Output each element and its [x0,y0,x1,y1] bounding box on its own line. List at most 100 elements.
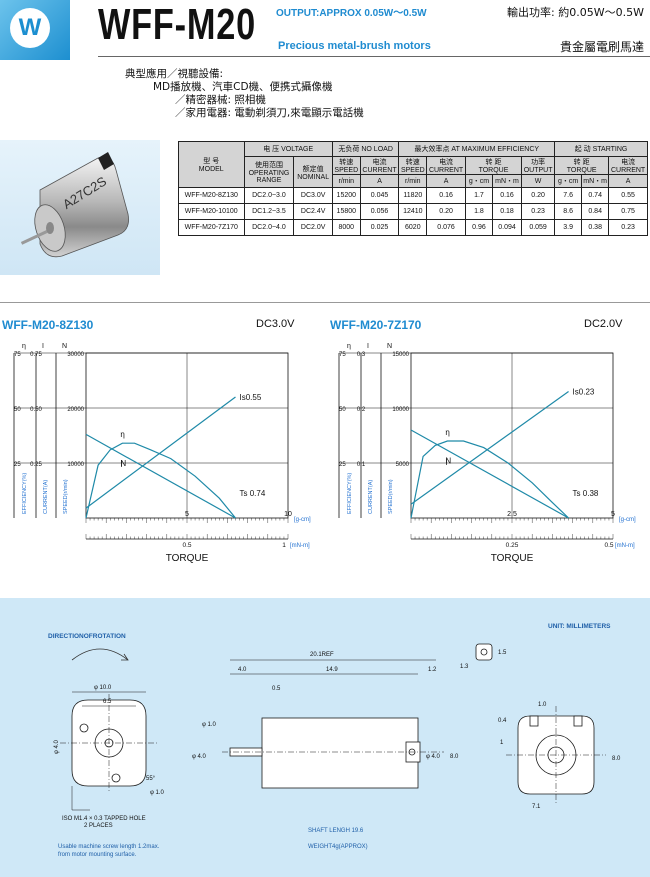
i-tick-label: 0.25 [30,462,42,468]
svg-text:1.3: 1.3 [460,664,469,670]
voltage-header: 电 压 VOLTAGE [243,141,333,157]
svg-text:14.9: 14.9 [326,667,338,673]
application-line: ／精密器械: 照相機 [175,94,266,106]
eta-tick-label: 50 [14,407,21,413]
efficiency-curve [85,442,236,519]
section-divider [0,302,650,303]
x-tick-label: 5 [185,511,189,518]
svg-text:8.0: 8.0 [450,754,459,760]
eta-tick-label: 75 [14,352,21,358]
current-axis-label: CURRENT(A) [43,480,49,514]
chart-voltage: DC2.0V [584,318,623,330]
stall-current-label: Is0.23 [573,388,595,397]
efficiency-axis-label: EFFICIENCY(%) [347,473,353,514]
motor-photo: A27C2S [0,140,160,275]
n-tick-label: 5000 [396,462,410,468]
dimension-drawing: DIRECTIONOFROTATION UNIT: MILLIMETERS φ … [0,598,650,877]
svg-text:ISO M1.4 × 0.3 TAPPED HOLE: ISO M1.4 × 0.3 TAPPED HOLE [62,816,146,822]
speed-curve [85,433,236,519]
x-tick-label: 0.5 [182,542,191,549]
current-curve [85,396,236,509]
rear-view: 1.0 0.4 1 8.0 7.1 [498,702,621,810]
x-tick-label: 0.25 [506,542,519,549]
svg-text:6.5: 6.5 [103,699,112,705]
front-view: φ 10.0 6.5 φ 4.0 φ 1.0 55° ISO M1.4 × 0.… [54,685,165,829]
axis-i-label: I [42,343,44,350]
rotation-arrow-icon [71,648,129,661]
n-tick-label: 10000 [67,462,84,468]
no-load-header: 无负荷 NO LOAD [331,141,400,157]
svg-text:55°: 55° [146,776,156,782]
unit-cell: W [521,174,556,188]
chart-voltage: DC3.0V [256,318,295,330]
applications-list: 典型應用／視聽設備: MD播放機、汽車CD機、便携式攝像機 ／精密器械: 照相機… [125,68,364,120]
svg-text:1.0: 1.0 [538,702,547,708]
shaft-note: SHAFT LENGH 19.6 [308,828,364,834]
x-unit-label: [mN-m] [615,543,635,549]
i-tick-label: 0.75 [30,352,42,358]
x-axis-title: TORQUE [166,553,209,564]
x-unit-label: [g-cm] [619,517,636,523]
screw-note: from motor mounting surface. [58,852,137,858]
brand-logo: W [0,0,70,60]
svg-text:0.5: 0.5 [272,686,281,692]
stall-torque-label: Ts 0.74 [239,489,265,498]
unit-cell: g・cm [464,174,493,188]
stall-current-label: Is0.55 [239,393,261,402]
eta-tick-label: 25 [339,462,346,468]
svg-text:8.0: 8.0 [612,756,621,762]
chart-title: WFF-M20-7Z170 [330,318,422,332]
speed-curve-label: N [120,459,126,468]
motor-illustration: A27C2S [20,152,129,258]
unit-cell: A [359,174,400,188]
rotation-label: DIRECTIONOFROTATION [48,633,126,640]
subtitle-en: Precious metal-brush motors [278,40,431,52]
speed-curve-label: N [445,456,451,465]
axis-n-label: N [62,343,67,350]
i-tick-label: 0.50 [30,407,42,413]
speed-curve [410,429,569,519]
side-view: 20.1REF 4.0 14.9 1.2 0.5 φ 1.0 φ 4.0 φ 4… [192,652,459,789]
header-rule [98,56,650,57]
unit-cell: r/min [398,174,428,188]
unit-cell: mN・m [491,174,523,188]
svg-text:φ 4.0: φ 4.0 [54,739,60,754]
svg-text:φ 4.0: φ 4.0 [426,754,441,760]
terminal-detail: 1.3 1.5 [460,643,507,670]
subtitle-cn: 貴金屬電刷馬達 [559,40,644,54]
svg-text:φ 4.0: φ 4.0 [192,754,207,760]
svg-text:7.1: 7.1 [532,804,541,810]
speed-axis-label: SPEED(r/min) [63,479,69,514]
svg-text:φ 1.0: φ 1.0 [202,722,217,728]
x-tick-label: 10 [284,511,292,518]
unit-cell: mN・m [581,174,610,188]
n-tick-label: 15000 [392,352,409,358]
x-unit-label: [g-cm] [294,517,311,523]
unit-cell: A [426,174,466,188]
current-curve-label: I [445,458,447,467]
chart-title: WFF-M20-8Z130 [2,318,94,332]
n-tick-label: 10000 [392,407,409,413]
current-curve-label: I [120,460,122,469]
svg-text:2 PLACES: 2 PLACES [84,823,113,829]
application-line: MD播放機、汽車CD機、便携式攝像機 [153,81,333,93]
starting-header: 起 动 STARTING [554,141,648,157]
axis-eta-label: η [22,343,26,350]
application-line: 典型應用／視聽設備: [125,68,224,80]
max-eff-header: 最大效率点 AT MAXIMUM EFFICIENCY [398,141,556,157]
eta-curve-label: η [445,428,449,437]
svg-text:φ 10.0: φ 10.0 [94,685,112,691]
